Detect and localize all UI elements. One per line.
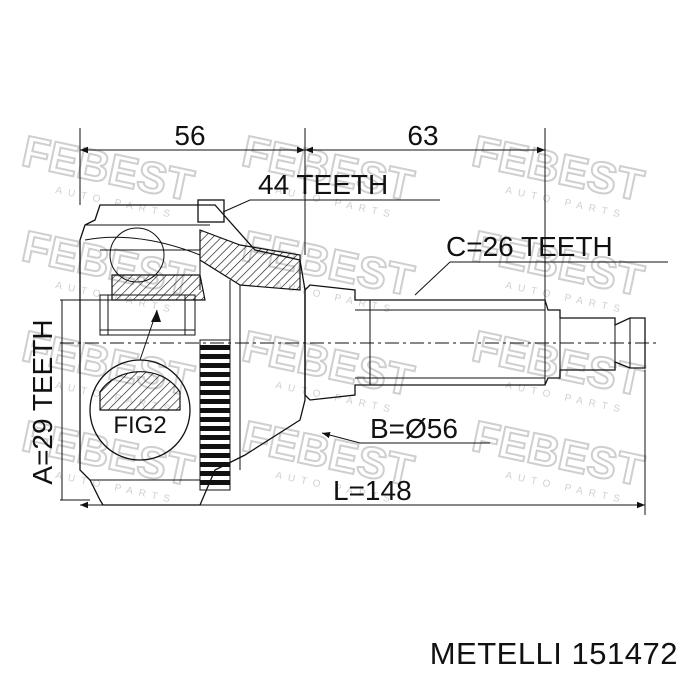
abs-tooth [200, 453, 230, 458]
cv-joint-outline [60, 199, 660, 506]
diameter-b-label: B=Ø56 [370, 413, 458, 444]
dimension-lines [60, 128, 668, 515]
abs-ring-teeth [200, 345, 230, 485]
abs-tooth [200, 399, 230, 404]
abs-tooth [200, 471, 230, 476]
product-caption: METELLI 151472 [0, 636, 678, 672]
abs-tooth [200, 444, 230, 449]
outer-teeth-leader [222, 199, 440, 213]
fig2-label: FIG2 [113, 412, 166, 439]
abs-tooth [200, 372, 230, 377]
abs-tooth [200, 390, 230, 395]
length-l-label: L=148 [333, 475, 412, 506]
abs-tooth [200, 408, 230, 413]
abs-tooth [200, 363, 230, 368]
spline-c-leader [414, 261, 668, 296]
fig2-leader-arrowhead [151, 310, 161, 322]
hatched-cage-top [111, 274, 206, 301]
cage-curve-top [84, 236, 201, 290]
spline-c-label: C=26 TEETH [446, 231, 613, 262]
abs-ring-body [199, 339, 231, 491]
abs-tooth [200, 426, 230, 431]
abs-tooth [200, 354, 230, 359]
abs-tooth [200, 417, 230, 422]
inner-teeth-a-label: A=29 TEETH [27, 319, 58, 484]
abs-tooth [200, 381, 230, 386]
brand-name: METELLI [429, 636, 563, 671]
fig2-hatched-area [99, 371, 181, 411]
outer-teeth-marker [197, 199, 225, 223]
abs-tooth [200, 462, 230, 467]
dim-56-label: 56 [174, 120, 205, 151]
outer-teeth-label: 44 TEETH [258, 169, 388, 200]
abs-tooth [200, 435, 230, 440]
abs-tooth [200, 345, 230, 350]
dim-b-leader [321, 431, 490, 444]
part-number: 151472 [571, 636, 678, 671]
abs-tooth [200, 480, 230, 485]
hatched-neck [199, 229, 301, 291]
dim-63-label: 63 [407, 120, 438, 151]
